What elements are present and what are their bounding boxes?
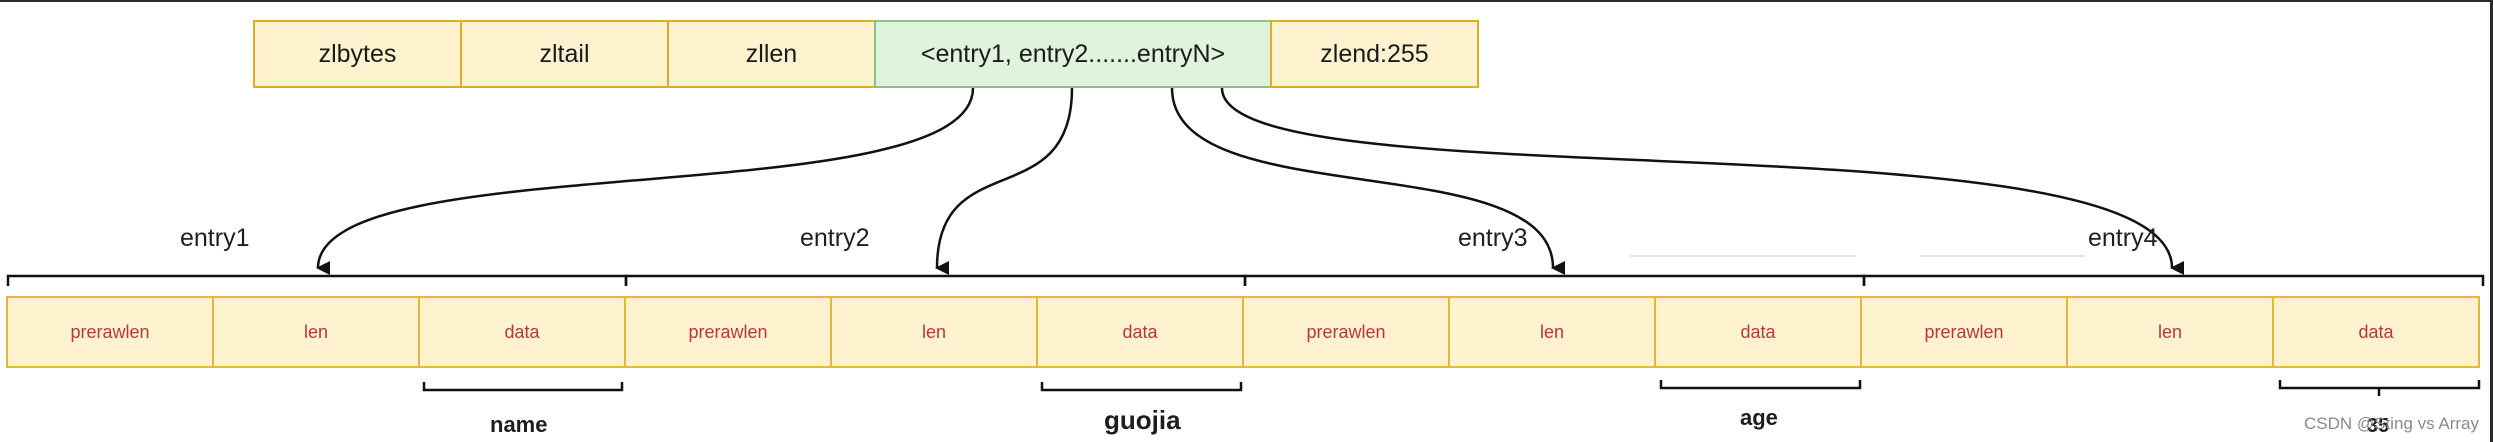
entry3-label: entry3 [1458, 224, 1528, 252]
zllen-cell: zllen [667, 20, 876, 88]
entry4-len-cell: len [2066, 296, 2274, 368]
entry1-data-label: name [490, 412, 548, 437]
entry2-len-cell: len [830, 296, 1038, 368]
entry1-prerawlen-cell: prerawlen [6, 296, 214, 368]
ziplist-header-row: zlbytes zltail zllen <entry1, entry2....… [253, 20, 1479, 88]
entry-brackets [6, 274, 2485, 286]
entry3-data-cell: data [1654, 296, 1862, 368]
entry3-prerawlen-cell: prerawlen [1242, 296, 1450, 368]
zlbytes-cell: zlbytes [253, 20, 462, 88]
entry3-data-label: age [1740, 405, 1778, 430]
zlend-cell: zlend:255 [1270, 20, 1479, 88]
entries-cell: <entry1, entry2.......entryN> [874, 20, 1272, 88]
entry4-data-label: 35 [2367, 415, 2390, 437]
zltail-cell: zltail [460, 20, 669, 88]
entry1-data-cell: data [418, 296, 626, 368]
entry1-label: entry1 [180, 224, 250, 252]
entry4-prerawlen-cell: prerawlen [1860, 296, 2068, 368]
arrow-to-entry1 [316, 87, 975, 276]
entry2-prerawlen-cell: prerawlen [624, 296, 832, 368]
watermark: CSDN @Sting vs Array [2303, 414, 2479, 433]
right-frame-line [2490, 0, 2493, 442]
entry2-data-cell: data [1036, 296, 1244, 368]
entry4-label: entry4 [2088, 224, 2158, 252]
entry-fields-row: prerawlen len data prerawlen len data pr… [6, 296, 2480, 368]
arrow-to-entry3 [1170, 87, 1566, 275]
entry3-len-cell: len [1448, 296, 1656, 368]
arrow-to-entry2 [935, 87, 1074, 276]
entry1-len-cell: len [212, 296, 420, 368]
entry2-label: entry2 [800, 224, 870, 252]
data-brackets [422, 380, 2481, 396]
entry4-data-cell: data [2272, 296, 2480, 368]
arrow-to-entry4 [1220, 87, 2185, 275]
top-frame-line [0, 0, 2493, 2]
entry2-data-label: guojia [1104, 405, 1181, 435]
